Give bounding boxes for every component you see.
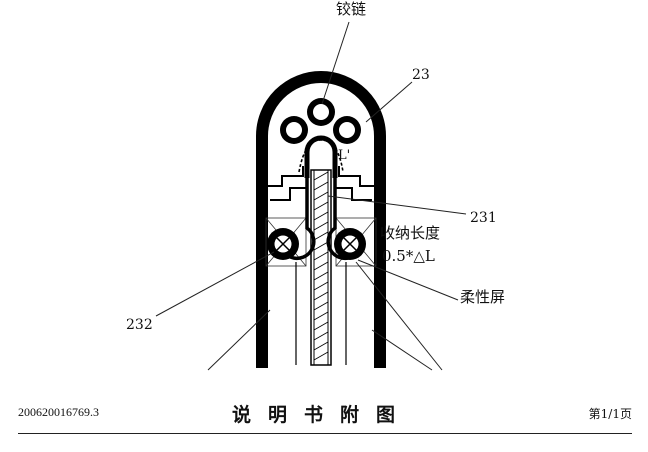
label-ref-231: 231 bbox=[470, 210, 497, 226]
label-ref-232: 232 bbox=[126, 317, 153, 333]
label-l-prime: L' bbox=[338, 148, 351, 163]
screen-stack bbox=[310, 169, 332, 366]
page-title: 说明书附图 bbox=[232, 404, 413, 426]
footer-divider bbox=[18, 433, 632, 434]
leader-lines bbox=[155, 21, 467, 371]
hinge-rollers bbox=[280, 98, 361, 144]
device-diagram bbox=[155, 21, 467, 371]
label-half-delta-l: 0.5*△L bbox=[382, 247, 435, 265]
label-hinge: 铰链 bbox=[336, 0, 367, 18]
patent-number: 200620016769.3 bbox=[18, 405, 99, 419]
rails bbox=[295, 262, 347, 365]
bracket bbox=[266, 166, 376, 212]
label-storage-length: 收纳长度 bbox=[380, 224, 441, 242]
guide-rollers bbox=[267, 228, 366, 260]
label-ref-23: 23 bbox=[412, 67, 430, 83]
screen-fold-loop bbox=[304, 135, 338, 178]
label-flexible-screen: 柔性屏 bbox=[460, 288, 506, 306]
page-number: 第1/1页 bbox=[588, 407, 632, 421]
